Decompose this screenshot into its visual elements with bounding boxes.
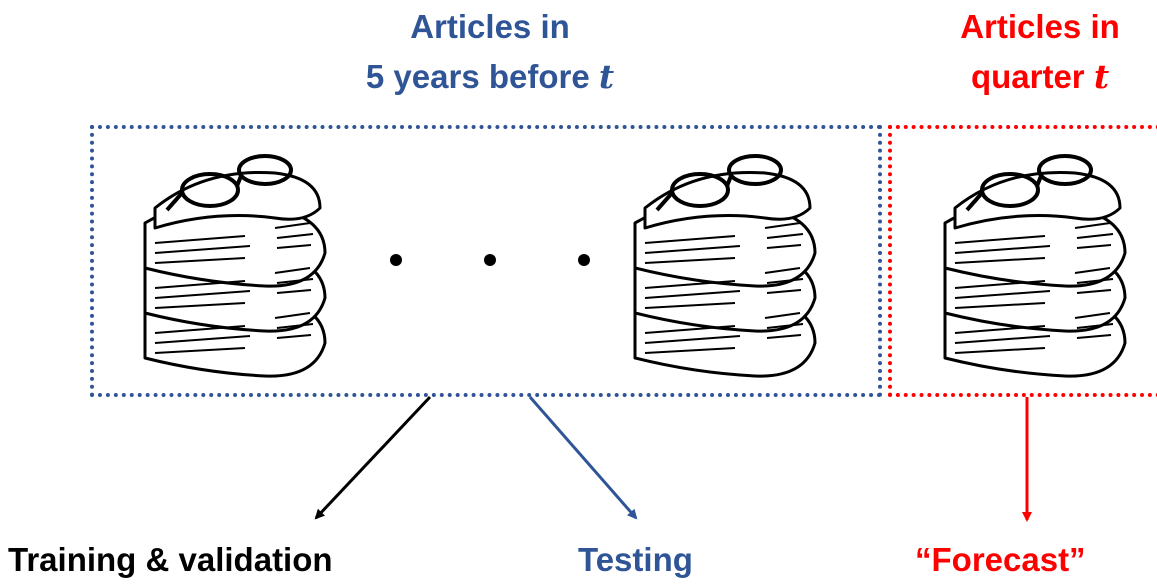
current-articles-box (888, 125, 1157, 397)
current-title-variable: t (1093, 57, 1110, 96)
test-arrow (528, 396, 638, 520)
newspaper-stack-icon (615, 148, 825, 383)
past-title-line1: Articles in (410, 8, 570, 45)
forecast-label: “Forecast” (915, 541, 1086, 578)
newspaper-stack-icon (125, 148, 335, 383)
past-title-line2: 5 years before t (300, 52, 680, 102)
current-articles-title: Articles in quarter t (900, 2, 1157, 102)
past-title-variable: t (598, 57, 615, 96)
current-title-prefix: quarter (970, 58, 1094, 95)
past-articles-title: Articles in 5 years before t (300, 2, 680, 102)
train-arrow (314, 395, 432, 520)
testing-label: Testing (578, 541, 693, 578)
ellipsis-dot (390, 254, 402, 266)
ellipsis-dot (484, 254, 496, 266)
ellipsis-icon (390, 245, 590, 275)
newspaper-stack-icon (925, 148, 1135, 383)
current-title-line1: Articles in (960, 8, 1120, 45)
ellipsis-dot (578, 254, 590, 266)
current-title-line2: quarter t (900, 52, 1157, 102)
training-validation-label: Training & validation (8, 541, 333, 578)
past-title-prefix: 5 years before (365, 58, 599, 95)
past-articles-box (90, 125, 882, 397)
